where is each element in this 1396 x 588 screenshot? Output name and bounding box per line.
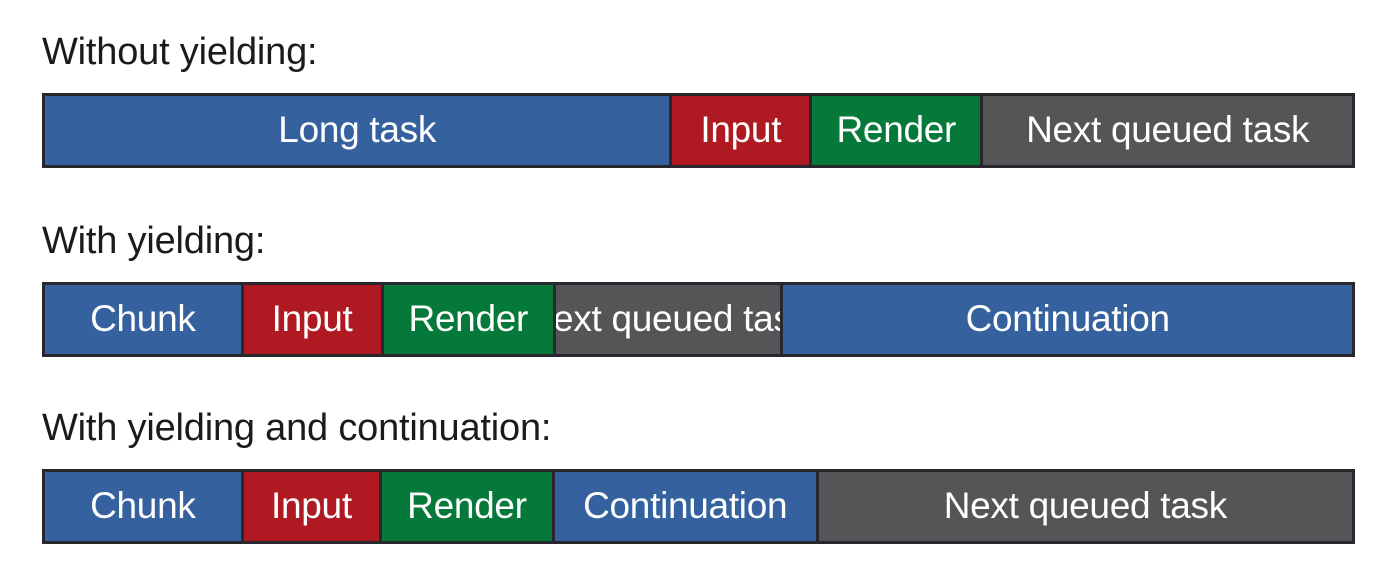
timeline-segment-label: Next queued task	[943, 484, 1227, 526]
timeline-segment-label: Input	[271, 297, 353, 339]
timeline-segment-render: Render	[382, 472, 555, 541]
timeline-segment-next-queued-task: Next queued task	[556, 285, 784, 354]
timeline-segment-next-queued-task: Next queued task	[983, 96, 1352, 165]
timeline-segment-long-task: Long task	[45, 96, 673, 165]
timeline-segment-label: Chunk	[90, 484, 196, 526]
timeline-segment-chunk: Chunk	[45, 285, 244, 354]
timeline-bar: Chunk Input Render Continuation Next que…	[42, 469, 1355, 544]
timeline-segment-label: Input	[271, 484, 352, 526]
timeline-segment-label: Long task	[278, 108, 437, 150]
timeline-caption: Without yielding:	[42, 31, 318, 73]
timeline-group-without-yielding: Without yielding: Long task Input Render…	[42, 28, 1355, 168]
timeline-segment-chunk: Chunk	[45, 472, 244, 541]
timeline-segment-render: Render	[383, 285, 557, 354]
timeline-bar: Long task Input Render Next queued task	[42, 93, 1355, 168]
timeline-caption: With yielding:	[42, 220, 266, 262]
timeline-segment-next-queued-task: Next queued task	[818, 472, 1352, 541]
timeline-segment-continuation: Continuation	[554, 472, 819, 541]
timeline-segment-label: Continuation	[583, 484, 788, 526]
timeline-bar: Chunk Input Render Next queued task Cont…	[42, 282, 1355, 357]
timeline-group-with-yielding: With yielding: Chunk Input Render Next q…	[42, 217, 1355, 357]
timeline-segment-render: Render	[812, 96, 984, 165]
timeline-segment-label: Chunk	[90, 297, 196, 339]
timeline-segment-input: Input	[243, 285, 384, 354]
timeline-segment-continuation: Continuation	[783, 285, 1352, 354]
timeline-segment-label: Render	[407, 484, 527, 526]
timeline-segment-input: Input	[243, 472, 383, 541]
timeline-segment-label: Render	[408, 297, 529, 339]
timeline-group-with-yielding-and-continuation: With yielding and continuation: Chunk In…	[42, 404, 1355, 544]
timeline-segment-input: Input	[672, 96, 813, 165]
timeline-segment-label: Input	[700, 108, 782, 150]
timeline-caption: With yielding and continuation:	[42, 407, 552, 449]
timeline-segment-label: Render	[836, 108, 957, 150]
timeline-segment-label: Next queued task	[556, 297, 780, 339]
timeline-segment-label: Next queued task	[1026, 108, 1310, 150]
timeline-segment-label: Continuation	[965, 297, 1170, 339]
